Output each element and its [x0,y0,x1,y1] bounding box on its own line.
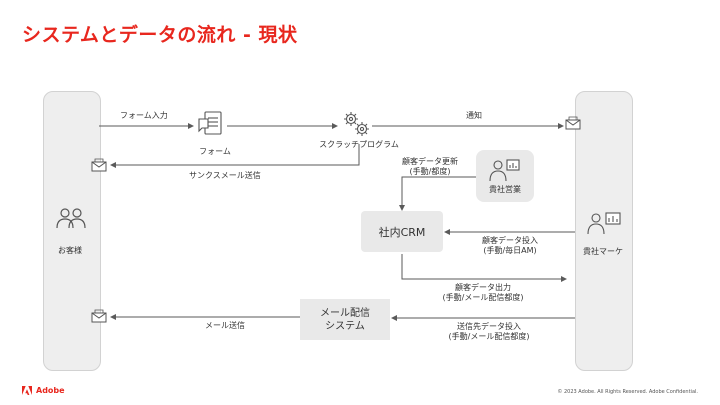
crm-box: 社内CRM [361,211,443,252]
form-label: フォーム [199,147,231,156]
arrow-thanks-mail [110,144,360,168]
form-icon [198,111,222,135]
gears-icon [344,112,369,136]
label-customer-import-line1: 顧客データ投入 [482,236,538,245]
marketing-person-icon [587,212,621,235]
label-customer-export: 顧客データ出力 (手動/メール配信都度) [434,283,532,303]
arrow-customer-export [401,254,567,282]
arrow-customer-update [399,176,476,211]
envelope-icon-mail-send [91,309,107,323]
sales-person-icon [489,158,520,181]
label-customer-update-line2: (手動/都度) [409,167,451,176]
mail-system-label-line1: メール配信 [320,307,370,319]
copyright: © 2023 Adobe. All Rights Reserved. Adobe… [557,389,698,395]
customer-group-icon [56,208,86,229]
label-notify: 通知 [466,111,482,120]
label-recipient-import-line2: (手動/メール配信都度) [448,332,530,341]
customer-lane [43,91,101,371]
envelope-icon-thanks [91,158,107,172]
sales-box: 貴社営業 [476,150,534,202]
adobe-logo-icon [22,386,32,395]
customer-lane-label: お客様 [58,246,82,255]
adobe-brand-text: Adobe [36,386,65,395]
label-customer-import-line2: (手動/毎日AM) [483,246,537,255]
envelope-icon-notify [565,116,581,130]
label-customer-import: 顧客データ投入 (手動/毎日AM) [474,236,546,256]
label-customer-update-line1: 顧客データ更新 [402,157,458,166]
adobe-logo: Adobe [22,386,65,395]
marketing-lane-label: 貴社マーケ [583,247,623,256]
crm-label: 社内CRM [378,225,426,239]
label-customer-export-line2: (手動/メール配信都度) [442,293,524,302]
label-thanks-mail: サンクスメール送信 [189,171,261,180]
label-mail-send: メール送信 [205,321,245,330]
marketing-lane [575,91,633,371]
label-recipient-import: 送信先データ投入 (手動/メール配信都度) [440,322,538,342]
label-form-input: フォーム入力 [120,111,168,120]
scratch-program-label: スクラッチプログラム [319,140,399,149]
label-recipient-import-line1: 送信先データ投入 [457,322,521,331]
label-customer-export-line1: 顧客データ出力 [455,283,511,292]
mail-system-label-line2: システム [325,320,365,332]
label-customer-update: 顧客データ更新 (手動/都度) [392,157,468,177]
slide-title: システムとデータの流れ - 現状 [22,24,298,46]
sales-label: 貴社営業 [489,184,521,194]
mail-system-box: メール配信 システム [300,299,390,340]
